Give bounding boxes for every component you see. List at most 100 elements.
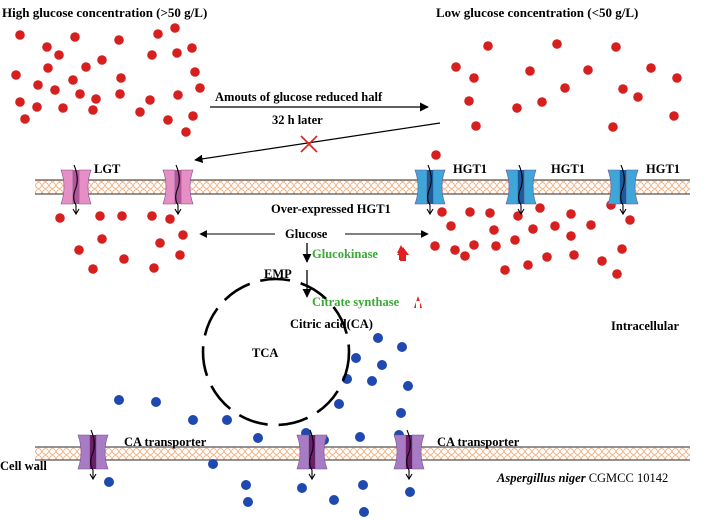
glucose-dot — [70, 32, 80, 42]
citric-acid-dot — [253, 433, 263, 443]
lgt-transporter-2 — [162, 164, 194, 216]
glucose-dot — [173, 90, 183, 100]
ca-transporter-2 — [296, 429, 328, 481]
glucose-dot — [485, 208, 495, 218]
glucose-dot — [153, 29, 163, 39]
glucose-dot — [50, 85, 60, 95]
glucose-dot — [119, 254, 129, 264]
glucose-dot — [566, 231, 576, 241]
lgt-transporter-1 — [60, 164, 92, 216]
glucose-dot — [491, 241, 501, 251]
glucose-dot — [195, 83, 205, 93]
glucose-dot — [88, 105, 98, 115]
glucose-dot — [147, 50, 157, 60]
glucose-dot — [646, 63, 656, 73]
glucose-dot — [165, 214, 175, 224]
glucose-dot — [95, 211, 105, 221]
glucose-dot — [43, 63, 53, 73]
glucose-dot — [469, 240, 479, 250]
citric-acid-label: Citric acid(CA) — [290, 317, 373, 331]
glucose-dot — [608, 122, 618, 132]
tca-label: TCA — [252, 346, 278, 360]
glucose-dot — [450, 245, 460, 255]
cell-wall-membrane — [35, 446, 690, 461]
intracellular-label: Intracellular — [611, 319, 679, 333]
glucose-dot — [617, 244, 627, 254]
citric-acid-dot — [377, 360, 387, 370]
glucose-dot — [465, 207, 475, 217]
citrate-synthase-label: Citrate synthase — [312, 295, 400, 309]
glucose-dot — [537, 97, 547, 107]
citric-acid-dot — [351, 353, 361, 363]
organism-label: Aspergillus niger CGMCC 10142 — [496, 471, 668, 485]
plasma-membrane — [35, 179, 690, 195]
glucose-dot — [88, 264, 98, 274]
glucose-dot — [437, 207, 447, 217]
overexpressed-label: Over-expressed HGT1 — [271, 202, 391, 216]
glucose-dot — [42, 42, 52, 52]
glucose-dot — [542, 252, 552, 262]
glucose-dot — [20, 114, 30, 124]
glucose-dot — [612, 269, 622, 279]
glucose-dot — [583, 65, 593, 75]
glucose-dot — [68, 75, 78, 85]
citric-acid-dot — [104, 477, 114, 487]
glucose-dot — [15, 30, 25, 40]
cell-wall-label: Cell wall — [0, 459, 47, 473]
glucose-dot — [672, 73, 682, 83]
glucose-dot — [117, 211, 127, 221]
hgt1-label-3: HGT1 — [646, 162, 680, 176]
glucose-dot — [500, 265, 510, 275]
red-cross-icon — [300, 135, 318, 153]
citric-acid-dot — [188, 415, 198, 425]
glucose-dot — [625, 215, 635, 225]
glucose-dot — [175, 250, 185, 260]
glucose-dot — [33, 80, 43, 90]
glucose-label: Glucose — [285, 227, 328, 241]
glucose-dot — [145, 95, 155, 105]
emp-label: EMP — [264, 267, 292, 281]
citric-acid-dot — [114, 395, 124, 405]
glucose-dot — [669, 111, 679, 121]
citric-acid-dot — [359, 507, 369, 517]
glucose-dot — [188, 111, 198, 121]
glucose-dot — [431, 150, 441, 160]
reduction-label: Amouts of glucose reduced half — [215, 90, 383, 104]
tca-cycle — [201, 277, 351, 427]
organism-strain: CGMCC 10142 — [586, 471, 669, 485]
glucose-dot — [618, 84, 628, 94]
glucose-dot — [446, 221, 456, 231]
glucose-dot — [75, 89, 85, 99]
citric-acid-dot — [403, 381, 413, 391]
glucose-dot — [170, 23, 180, 33]
glucose-dot — [32, 102, 42, 112]
glucose-dot — [149, 263, 159, 273]
hgt1-label-1: HGT1 — [453, 162, 487, 176]
ca-transporter-label-1: CA transporter — [124, 435, 207, 449]
citric-acid-dot — [329, 495, 339, 505]
glucose-dot — [172, 48, 182, 58]
glucose-dot — [55, 213, 65, 223]
ca-transporter-3 — [393, 429, 425, 481]
glucose-dot — [190, 67, 200, 77]
citric-acid-dot — [367, 376, 377, 386]
citric-acid-dot — [151, 397, 161, 407]
glucose-dot — [464, 96, 474, 106]
organism-species: Aspergillus niger — [496, 471, 586, 485]
glucose-dot — [611, 42, 621, 52]
ca-transporter-1 — [77, 429, 109, 481]
glucose-dot — [489, 225, 499, 235]
glucose-dot — [91, 94, 101, 104]
glucose-dot — [528, 224, 538, 234]
ca-transporter-label-2: CA transporter — [437, 435, 520, 449]
citric-acid-molecules — [104, 333, 415, 517]
high-glucose-title: High glucose concentration (>50 g/L) — [2, 5, 207, 20]
glucose-dot — [15, 97, 25, 107]
glucose-dot — [460, 251, 470, 261]
lgt-label: LGT — [94, 162, 121, 176]
hgt1-label-2: HGT1 — [551, 162, 585, 176]
glucose-dot — [54, 50, 64, 60]
glucose-dot — [552, 39, 562, 49]
glucose-dot — [163, 115, 173, 125]
